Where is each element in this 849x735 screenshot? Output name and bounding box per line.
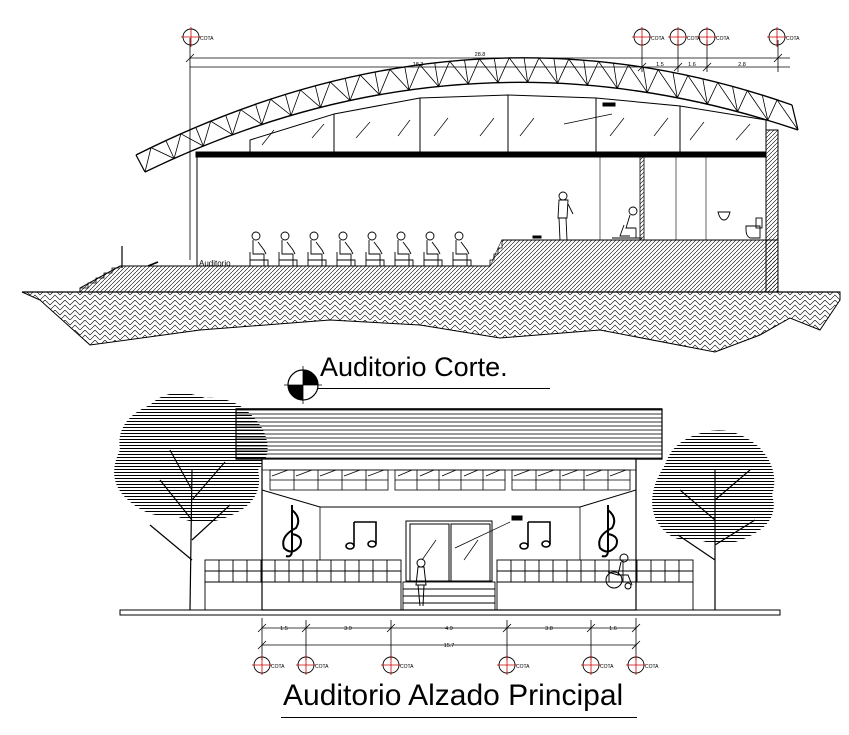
axis-marker-label: COTA [600,664,614,670]
axis-marker-icon [632,27,652,47]
back-wall [765,129,779,293]
dimension-label: 1.6 [688,62,696,68]
dimension-label: 1.6 [609,626,617,632]
axis-marker-label: COTA [315,664,329,670]
curved-truss-roof [135,57,799,173]
dimension-label: 28.8 [475,52,486,58]
section-title: Auditorio Corte. [320,352,508,382]
partition-wall [639,156,645,241]
treble-clef-icon [282,505,302,558]
dimension-label: 3.9 [344,626,352,632]
axis-marker-label: COTA [645,664,659,670]
dimension-label: 3.8 [545,626,553,632]
ceiling-beam [195,151,767,158]
axis-marker-icon [252,655,272,675]
axis-marker-icon [381,655,401,675]
ground-mass [21,291,841,353]
section-view [21,27,841,353]
left-railing [204,559,402,583]
axis-marker-label: COTA [400,664,414,670]
tree-left-icon [114,392,268,611]
axis-marker-label: COTA [786,36,800,42]
left-stairs [80,267,120,289]
seated-person-icon [278,231,298,266]
elevation-view [114,392,781,675]
music-note-icon [345,521,377,550]
dimension-label: 1.5 [280,626,288,632]
entrance-doors [405,515,523,582]
axis-marker-icon [697,27,717,47]
seated-person-icon [307,231,327,266]
clerestory-windows [249,94,767,152]
axis-marker-label: COTA [271,664,285,670]
dimension-label: 15.7 [444,643,455,649]
axis-marker-label: COTA [200,36,214,42]
sink-icon [717,211,731,221]
axis-marker-icon [668,27,688,47]
entry-arrow [147,261,159,267]
walking-person-icon [415,558,427,607]
entrance-recess [261,489,637,508]
audience-figures [249,231,472,266]
axis-marker-icon [581,655,601,675]
section-title-underline [318,388,550,389]
axis-marker-icon [626,655,646,675]
auditorium-floor [79,239,779,293]
section-title-symbol [284,366,322,404]
desk-person-icon [612,206,642,239]
elevation-title: Auditorio Alzado Principal [283,679,624,712]
elevation-title-underline [281,717,637,718]
dimension-label: 18.3 [413,62,424,68]
seated-person-icon [336,231,356,266]
seated-person-icon [394,231,414,266]
music-note-icon [519,521,551,550]
standing-person-icon [557,191,574,241]
elevation-ground [119,609,781,616]
dimension-label: 1.5 [656,62,664,68]
axis-marker-label: COTA [516,664,530,670]
axis-marker-icon [497,655,517,675]
stage-marker [532,235,542,239]
axis-marker-label: COTA [716,36,730,42]
dimension-label: 2.8 [738,62,746,68]
axis-marker-label: COTA [651,36,665,42]
axis-marker-icon [767,27,787,47]
room-label: Auditorio [199,259,231,268]
tree-right-icon [652,430,775,610]
dimension-label: 4.9 [445,626,453,632]
seated-person-icon [365,231,385,266]
section-dimension-chain [185,38,790,260]
wheelchair-person-icon [605,553,633,590]
axis-marker-label: COTA [687,36,701,42]
elevation-dimension-chain [257,618,641,660]
stage-stairs [489,240,503,266]
axis-marker-icon [296,655,316,675]
upper-window-strip [269,469,631,491]
axis-markers-top [181,27,787,47]
seated-person-icon [423,231,443,266]
axis-markers-bottom [252,655,646,675]
seated-person-icon [452,231,472,266]
axis-marker-icon [181,27,201,47]
elevation-roof [235,408,663,460]
treble-clef-icon [598,505,618,558]
seated-person-icon [249,231,269,266]
toilet-icon [745,217,763,239]
